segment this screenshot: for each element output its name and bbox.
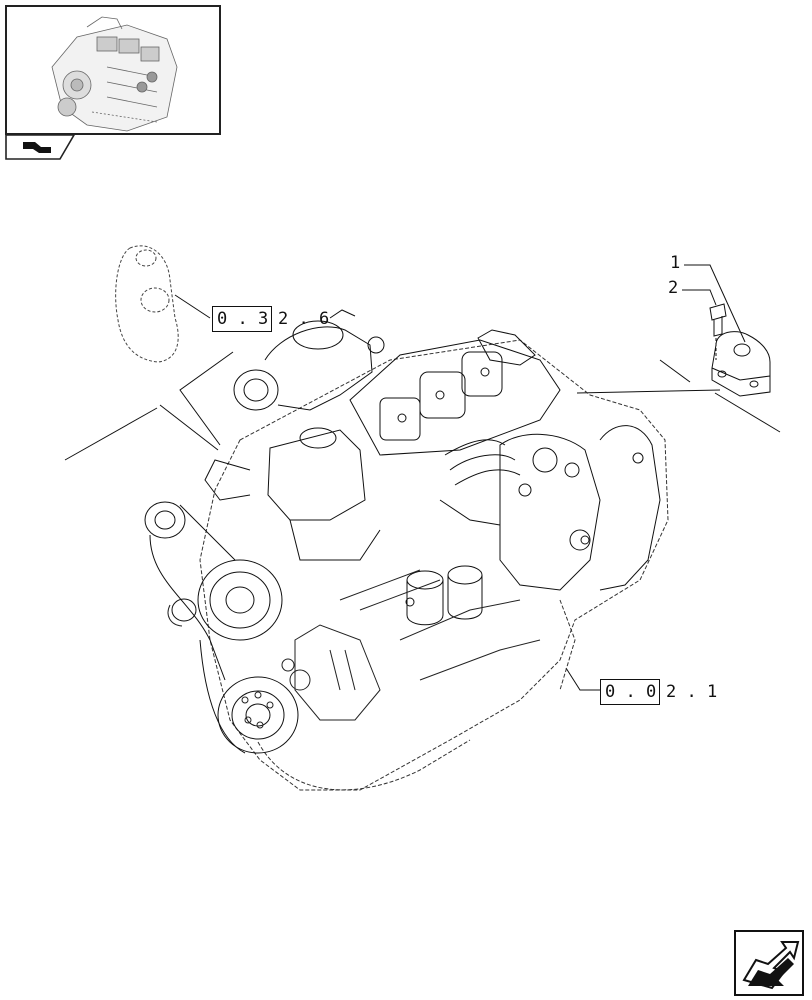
item-number-2: 2 — [668, 278, 679, 298]
page-tab-icon[interactable] — [5, 134, 75, 160]
timing-cover-gasket — [115, 245, 179, 363]
lifting-bracket — [711, 331, 771, 397]
engine-thumbnail[interactable] — [5, 5, 221, 135]
cylinder-head — [349, 329, 561, 456]
next-page-arrow-icon[interactable] — [734, 930, 804, 996]
engine-thumbnail-icon — [51, 16, 178, 132]
engine-block — [199, 339, 669, 791]
injection-pump — [439, 425, 661, 591]
intake-manifold — [204, 427, 381, 561]
turbocharger — [233, 309, 385, 411]
section-ref-box-bottom[interactable] — [600, 679, 660, 705]
front-pulleys — [144, 501, 299, 754]
bracket-bolt — [709, 303, 727, 360]
filters — [405, 565, 483, 626]
section-ref-top-page: 2 . 6 — [278, 309, 330, 329]
block-details — [167, 569, 541, 729]
section-ref-box-top[interactable] — [212, 306, 272, 332]
section-ref-top-boxed: 0 . 3 — [217, 309, 269, 329]
section-ref-bottom-page: 2 . 1 — [666, 682, 718, 702]
item-number-1: 1 — [670, 253, 681, 273]
section-ref-bottom-boxed: 0 . 0 — [605, 682, 657, 702]
